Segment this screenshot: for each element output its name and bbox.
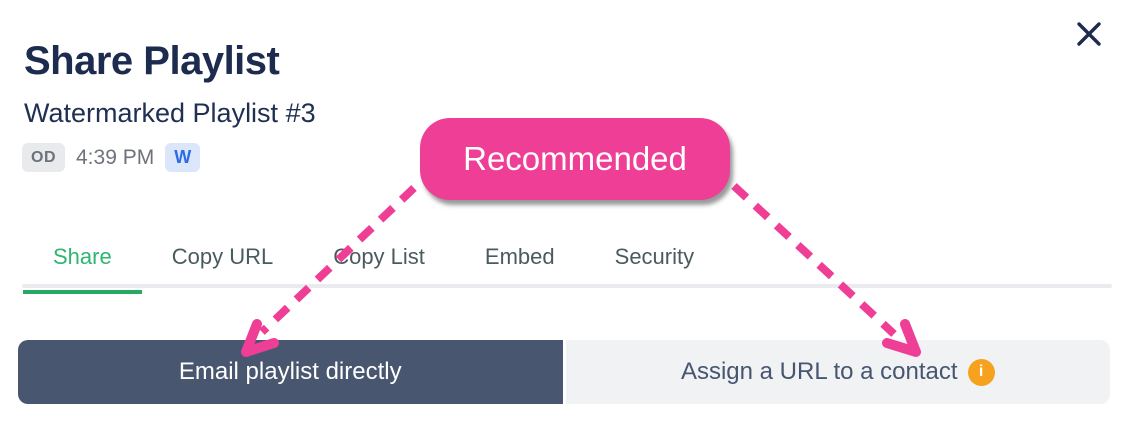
info-icon[interactable]: i xyxy=(967,358,995,386)
recommended-label: Recommended xyxy=(463,140,687,177)
tab-underline-track xyxy=(22,284,1112,288)
tab-share[interactable]: Share xyxy=(23,240,142,294)
watermark-badge: W xyxy=(165,143,201,172)
share-method-toggle: Email playlist directly Assign a URL to … xyxy=(18,340,1110,404)
tab-copy-url[interactable]: Copy URL xyxy=(171,244,274,269)
share-tabs: Share Copy URL Copy List Embed Security xyxy=(23,240,724,294)
close-icon xyxy=(1076,21,1102,50)
playlist-meta-row: OD 4:39 PM W xyxy=(22,143,201,172)
arrow-line-right xyxy=(731,183,897,337)
email-playlist-label: Email playlist directly xyxy=(178,358,402,385)
close-button[interactable] xyxy=(1074,20,1104,50)
owner-badge: OD xyxy=(22,143,65,172)
tab-security[interactable]: Security xyxy=(614,244,695,269)
recommended-callout: Recommended xyxy=(420,118,730,200)
tab-embed[interactable]: Embed xyxy=(484,244,555,269)
page-title: Share Playlist xyxy=(24,38,280,83)
assign-url-label: Assign a URL to a contact xyxy=(680,358,958,385)
email-playlist-button[interactable]: Email playlist directly xyxy=(18,340,563,404)
tab-copy-list[interactable]: Copy List xyxy=(333,244,425,269)
assign-url-button[interactable]: Assign a URL to a contact i xyxy=(565,340,1110,404)
playlist-name: Watermarked Playlist #3 xyxy=(24,98,316,128)
playlist-time: 4:39 PM xyxy=(76,145,155,169)
